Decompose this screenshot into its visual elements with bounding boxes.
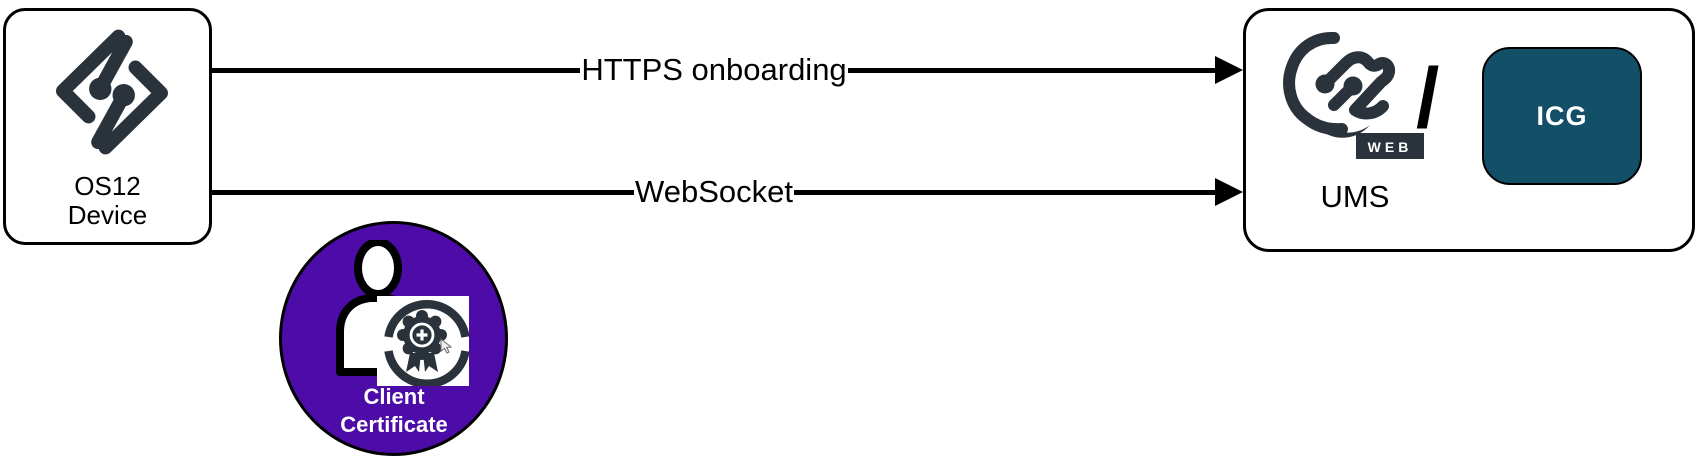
- device-label-line1: OS12: [74, 171, 141, 201]
- device-label-line2: Device: [67, 200, 148, 230]
- client-certificate-label: Client Certificate: [299, 383, 489, 439]
- connection-https-onboarding: HTTPS onboarding: [212, 48, 1243, 92]
- websocket-arrow-line-left: [212, 189, 635, 195]
- ums-node-label: UMS: [1320, 179, 1390, 214]
- web-badge-label: WEB: [1368, 139, 1413, 155]
- certificate-label-line2: Certificate: [340, 412, 448, 437]
- device-node-box: OS12 Device: [3, 8, 212, 245]
- web-badge: [1356, 133, 1424, 159]
- igel-ums-web-logo-icon: WEB: [1283, 31, 1424, 159]
- https-arrow-label: HTTPS onboarding: [581, 52, 847, 87]
- icg-box: ICG: [1482, 47, 1642, 185]
- slash-separator: /: [1416, 51, 1440, 145]
- rosette-icon: [397, 310, 447, 372]
- device-node-label: OS12 Device: [6, 172, 209, 230]
- icg-label: ICG: [1536, 100, 1588, 131]
- https-arrow-line-left: [212, 67, 581, 73]
- https-arrow-line-right: [847, 67, 1216, 73]
- connection-websocket: WebSocket: [212, 170, 1244, 214]
- websocket-arrow-label: WebSocket: [635, 174, 793, 209]
- mouse-cursor-icon: [440, 338, 452, 354]
- websocket-arrow-line-right: [793, 189, 1217, 195]
- certificate-label-line1: Client: [363, 384, 425, 409]
- certificate-seal-icon: [384, 299, 469, 386]
- igel-os-logo-icon: [56, 29, 168, 155]
- https-arrowhead-icon: [1215, 56, 1243, 84]
- websocket-arrowhead-icon: [1215, 178, 1244, 206]
